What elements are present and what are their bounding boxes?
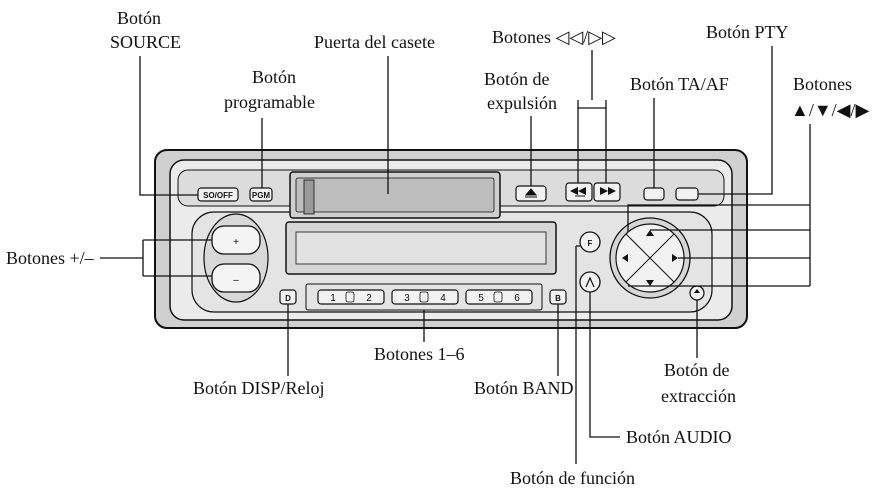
right-arrow-icon <box>672 254 678 262</box>
seek-back-button[interactable] <box>565 182 593 202</box>
label-ta-af: Botón TA/AF <box>630 74 729 94</box>
car-stereo-unit: SO/OFF PGM + <box>154 149 748 329</box>
cassette-door[interactable] <box>289 171 501 219</box>
volume-minus-button[interactable]: – <box>211 263 261 293</box>
label-release-line1: Botón de <box>664 360 730 380</box>
release-button[interactable] <box>689 285 705 301</box>
preset-5-label: 5 <box>478 293 484 304</box>
label-band: Botón BAND <box>474 378 574 398</box>
label-seek-buttons: Botones ◁◁/▷▷ <box>492 27 616 47</box>
label-source-line1: Botón <box>117 8 161 28</box>
label-source-line2: SOURCE <box>110 32 181 52</box>
label-programmable-line2: programable <box>224 92 315 112</box>
ta-af-button[interactable] <box>643 187 665 201</box>
release-icon <box>694 289 700 293</box>
source-button[interactable]: SO/OFF <box>197 187 239 202</box>
down-arrow-icon <box>646 280 654 286</box>
label-cassette-door: Puerta del casete <box>314 32 435 52</box>
eject-button[interactable] <box>515 185 547 202</box>
preset-3-label: 3 <box>404 293 410 304</box>
leader-lines <box>100 46 811 464</box>
label-audio: Botón AUDIO <box>626 427 732 447</box>
audio-button[interactable] <box>579 271 601 293</box>
plus-symbol: + <box>233 237 239 248</box>
audio-icon <box>585 276 595 288</box>
direction-pad[interactable] <box>609 217 691 299</box>
label-release-line2: extracción <box>661 386 736 406</box>
band-button[interactable]: B <box>549 289 567 305</box>
source-button-label: SO/OFF <box>203 191 233 200</box>
callout-labels: Botón SOURCE Botón programable Puerta de… <box>6 8 869 488</box>
band-button-label: B <box>555 294 561 303</box>
seek-forward-button[interactable] <box>593 182 621 202</box>
left-arrow-icon <box>622 254 628 262</box>
preset-button-3-4[interactable]: 3 4 <box>391 289 459 305</box>
label-plus-minus: Botones +/– <box>6 248 95 268</box>
preset-button-1-2[interactable]: 1 2 <box>317 289 385 305</box>
volume-plus-button[interactable]: + <box>211 225 261 255</box>
preset-1-label: 1 <box>330 293 336 304</box>
pty-button[interactable] <box>675 187 699 201</box>
f-button-label: F <box>588 239 593 248</box>
preset-6-label: 6 <box>514 293 520 304</box>
label-disp-clock: Botón DISP/Reloj <box>193 378 325 398</box>
programmable-button[interactable]: PGM <box>249 187 273 202</box>
label-eject-line1: Botón de <box>484 69 550 89</box>
disp-button-label: D <box>285 294 291 303</box>
label-presets: Botones 1–6 <box>374 344 465 364</box>
label-pty: Botón PTY <box>706 22 789 42</box>
label-arrows-line1: Botones <box>793 74 852 94</box>
minus-symbol: – <box>233 275 239 286</box>
label-programmable-line1: Botón <box>252 67 296 87</box>
label-function: Botón de función <box>510 468 635 488</box>
preset-2-label: 2 <box>366 293 372 304</box>
pgm-button-label: PGM <box>252 191 271 200</box>
preset-button-5-6[interactable]: 5 6 <box>465 289 533 305</box>
disp-clock-button[interactable]: D <box>279 289 297 305</box>
label-eject-line2: expulsión <box>487 93 557 113</box>
display-inner <box>295 231 547 265</box>
preset-4-label: 4 <box>440 293 446 304</box>
up-arrow-icon <box>646 230 654 236</box>
preset-buttons: 1 2 3 4 5 6 <box>305 283 543 311</box>
label-arrows-line2: ▲/▼/◀/▶ <box>791 100 869 120</box>
function-button[interactable]: F <box>579 231 601 253</box>
